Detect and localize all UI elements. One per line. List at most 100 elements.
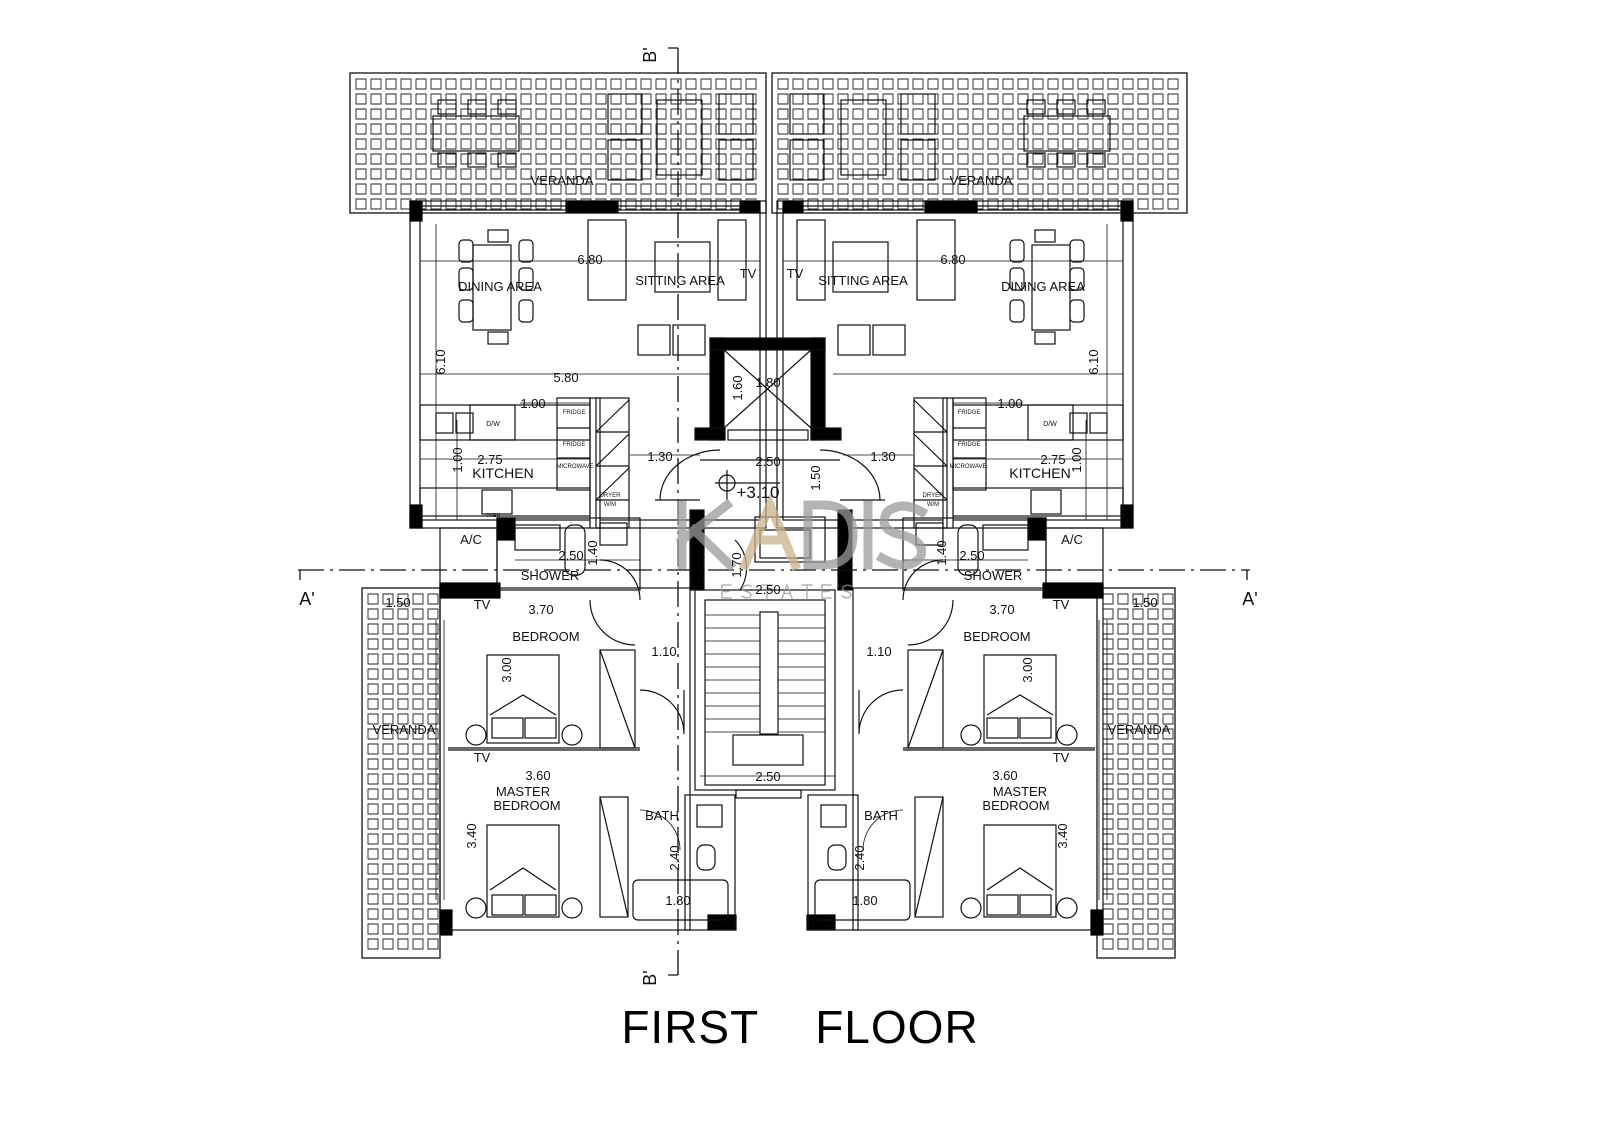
tile-pattern	[1102, 593, 1174, 950]
wall	[481, 489, 513, 515]
wall	[684, 794, 736, 931]
wall	[487, 229, 509, 243]
left-unit-tv-master-label: TV	[474, 750, 491, 765]
wall	[607, 139, 643, 181]
tile-pattern	[367, 593, 439, 950]
nightstand	[960, 724, 982, 746]
left-unit-bedroom-label: BEDROOM	[512, 629, 579, 644]
wall	[1069, 267, 1085, 291]
wall	[458, 267, 474, 291]
pillar	[1027, 517, 1047, 541]
right-unit-hall-width-label: 1.10	[866, 644, 891, 659]
wall	[983, 824, 1057, 918]
wall	[907, 649, 944, 749]
wall	[1069, 239, 1085, 263]
left-unit-shower-label: SHOWER	[521, 568, 580, 583]
pillar	[924, 200, 978, 213]
right-unit-veranda-side-label: VERANDA	[1108, 722, 1171, 737]
wall	[1019, 894, 1052, 916]
wall	[1009, 267, 1025, 291]
wall	[900, 139, 936, 181]
wall	[514, 524, 561, 551]
left-unit-shower-depth-label: 1.40	[585, 540, 600, 565]
right-unit-veranda-top-label: VERANDA	[950, 173, 1013, 188]
right-unit-dryer-label: DRYER	[923, 493, 945, 499]
left-unit-living-width-label: 6.80	[577, 252, 602, 267]
right-unit-bath-label: BATH	[864, 808, 898, 823]
wall	[486, 824, 560, 918]
line	[599, 649, 636, 749]
line	[783, 224, 1123, 520]
right-unit-shower-label: SHOWER	[964, 568, 1023, 583]
wall	[458, 239, 474, 263]
section-marks-a-left-label: A'	[299, 589, 314, 609]
wall	[1023, 115, 1111, 152]
wall	[1086, 99, 1106, 115]
wall	[437, 152, 457, 168]
wall	[497, 152, 517, 168]
left-unit-dishwasher-label: D/W	[486, 421, 500, 428]
left-unit-corridor-label: 1.30	[647, 449, 672, 464]
wall	[820, 804, 847, 828]
wall	[696, 804, 723, 828]
wall	[827, 844, 847, 871]
pillar	[782, 200, 804, 213]
left-unit-master2-label: BEDROOM	[493, 798, 560, 813]
left-unit-tv-bedroom-label: TV	[474, 597, 491, 612]
wall	[607, 93, 643, 135]
wall	[952, 397, 987, 491]
wall	[518, 239, 534, 263]
wall	[789, 139, 825, 181]
wall	[487, 331, 509, 345]
wall	[1069, 299, 1085, 323]
wall	[696, 844, 716, 871]
core-lobby-width-label: 2.50	[755, 454, 780, 469]
core-wall	[704, 599, 826, 786]
line	[913, 399, 948, 501]
wall	[455, 412, 474, 434]
core-wall	[694, 589, 836, 791]
wall	[914, 796, 944, 918]
left-unit-shower-width-label: 2.50	[558, 548, 583, 563]
right-unit-fridge2-label: FRIDGE	[958, 442, 981, 448]
core-lift-depth-label: 1.60	[730, 375, 745, 400]
left-unit-bedroom-width-label: 3.70	[528, 602, 553, 617]
wall	[982, 524, 1029, 551]
left-unit-veranda-side-dim-label: 1.50	[385, 595, 410, 610]
right-unit-bath-width-label: 1.80	[852, 893, 877, 908]
left-unit-kitchen-depth-label: 1.00	[450, 447, 465, 472]
line	[858, 689, 904, 735]
line	[420, 224, 760, 520]
left-unit-washer-label: W/M	[604, 502, 616, 508]
right-unit-living-depth-label: 6.10	[1086, 349, 1101, 374]
wall	[1019, 717, 1052, 739]
veranda-outline	[1096, 587, 1176, 959]
left-unit-veranda-top-label: VERANDA	[531, 173, 594, 188]
line	[914, 796, 944, 918]
left-unit-living-depth-label: 6.10	[433, 349, 448, 374]
wall	[524, 894, 557, 916]
wall	[952, 487, 1124, 517]
wall	[632, 879, 729, 921]
right-unit-bath-depth-label: 2.40	[852, 845, 867, 870]
wall	[837, 324, 871, 356]
core-wall	[727, 429, 809, 441]
right-unit-master1-label: MASTER	[993, 784, 1047, 799]
left-unit-fridge1-label: FRIDGE	[563, 410, 586, 416]
pillar	[1120, 200, 1134, 222]
left-unit-kitchen-label: KITCHEN	[472, 465, 533, 481]
wall	[832, 241, 889, 293]
right-unit-shower-width-label: 2.50	[959, 548, 984, 563]
line	[589, 599, 636, 646]
line	[862, 809, 904, 851]
right-unit-master-width-label: 3.60	[992, 768, 1017, 783]
nightstand	[465, 897, 487, 919]
right-unit-ac-label: A/C	[1061, 532, 1083, 547]
core-line	[715, 470, 780, 500]
wall	[1027, 404, 1074, 441]
core-wall	[810, 427, 842, 441]
wall	[913, 397, 948, 529]
line	[986, 867, 1054, 891]
section-arrow	[299, 47, 1248, 976]
